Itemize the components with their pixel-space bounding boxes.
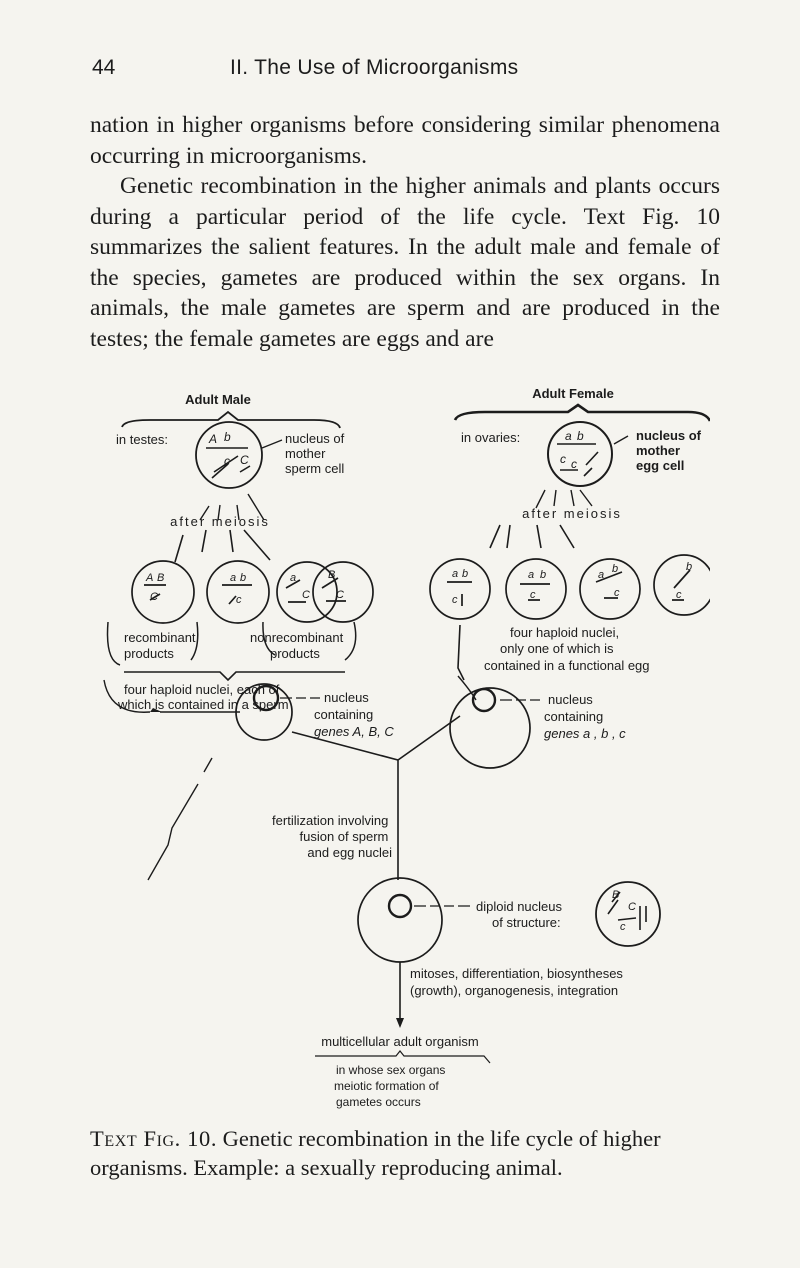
fertilization-label: fertilization involving fusion of sperm … [272, 813, 392, 860]
nonrecombinant-label: nonrecombinant products [250, 630, 347, 661]
recombinant-label: recombinant products [124, 630, 199, 661]
svg-text:C: C [150, 591, 158, 603]
svg-text:C: C [336, 589, 344, 601]
female-brace [455, 405, 710, 421]
adult-organism-label: multicellular adult organism [321, 1034, 479, 1049]
svg-text:c: c [560, 452, 566, 466]
svg-text:A: A [145, 572, 153, 584]
mitoses-label: mitoses, differentiation, biosyntheses (… [410, 966, 627, 998]
in-ovaries-label: in ovaries: [461, 430, 520, 445]
svg-text:a: a [290, 572, 296, 584]
development-arrow-head [396, 1018, 404, 1028]
body-text: nation in higher organisms before consid… [90, 110, 720, 354]
svg-text:b: b [462, 568, 468, 580]
svg-text:a: a [528, 569, 534, 581]
svg-text:b: b [240, 572, 246, 584]
svg-text:B: B [328, 569, 335, 581]
female-haploid-note: four haploid nuclei, only one of which i… [484, 625, 650, 673]
svg-text:B: B [157, 572, 164, 584]
female-note-bracket [458, 625, 464, 680]
caption-label: Text Fig. 10. [90, 1126, 217, 1151]
svg-text:c: c [452, 594, 458, 606]
egg-leader-line [614, 436, 628, 444]
svg-text:C: C [628, 901, 636, 913]
return-arrow [148, 758, 212, 880]
egg-nuclei [430, 555, 710, 619]
adult-female-title: Adult Female [532, 386, 614, 401]
adult-male-title: Adult Male [185, 392, 251, 407]
svg-text:b: b [686, 561, 692, 573]
female-meiosis-slashes-bottom [490, 525, 574, 548]
diploid-nucleus [389, 895, 411, 917]
diploid-label: diploid nucleus of structure: [476, 899, 566, 930]
running-head: II. The Use of Microorganisms [230, 56, 518, 80]
svg-text:c: c [571, 457, 577, 471]
female-after-meiosis: after meiosis [522, 506, 622, 521]
svg-text:c: c [236, 594, 242, 606]
male-after-meiosis: after meiosis [170, 514, 270, 529]
gene-C: C [240, 453, 249, 467]
page-header: 44 II. The Use of Microorganisms [0, 56, 800, 86]
page-number: 44 [92, 56, 115, 80]
figure-caption: Text Fig. 10. Genetic recombination in t… [90, 1124, 720, 1182]
svg-text:c: c [620, 921, 626, 933]
egg-mother-label: nucleus of mother egg cell [636, 428, 705, 473]
svg-text:c: c [530, 589, 536, 601]
svg-text:a: a [230, 572, 236, 584]
egg-nucleus-label: nucleus containing genes a , b , c [544, 692, 626, 741]
leader-line [262, 440, 282, 448]
male-meiosis-slashes-bottom [175, 530, 270, 562]
diploid-genes: BCc [612, 889, 636, 933]
egg-nucleus [473, 689, 495, 711]
svg-text:c: c [614, 587, 620, 599]
svg-text:b: b [540, 569, 546, 581]
paragraph-1: nation in higher organisms before consid… [90, 110, 720, 171]
male-brace [122, 412, 340, 428]
svg-text:b: b [577, 429, 584, 443]
haploid-brace-male [124, 672, 345, 680]
svg-text:a: a [565, 429, 572, 443]
sperm-mother-label: nucleus of mother sperm cell [285, 431, 348, 476]
life-cycle-figure: Adult Male Adult Female in testes: A b c… [90, 345, 710, 1110]
sperm-nucleus-label: nucleus containing genes A, B, C [314, 690, 394, 739]
gene-b: b [224, 430, 231, 444]
svg-text:a: a [598, 569, 604, 581]
in-testes-label: in testes: [116, 432, 168, 447]
svg-text:c: c [676, 589, 682, 601]
adult-brace [315, 1051, 490, 1063]
svg-text:C: C [302, 589, 310, 601]
svg-text:a: a [452, 568, 458, 580]
diploid-structure [596, 882, 660, 946]
gene-A: A [208, 432, 217, 446]
zygote [358, 878, 442, 962]
paragraph-2: Genetic recombination in the higher anim… [90, 171, 720, 354]
svg-text:b: b [612, 563, 618, 575]
sex-organs-note: in whose sex organs meiotic formation of… [334, 1063, 449, 1109]
